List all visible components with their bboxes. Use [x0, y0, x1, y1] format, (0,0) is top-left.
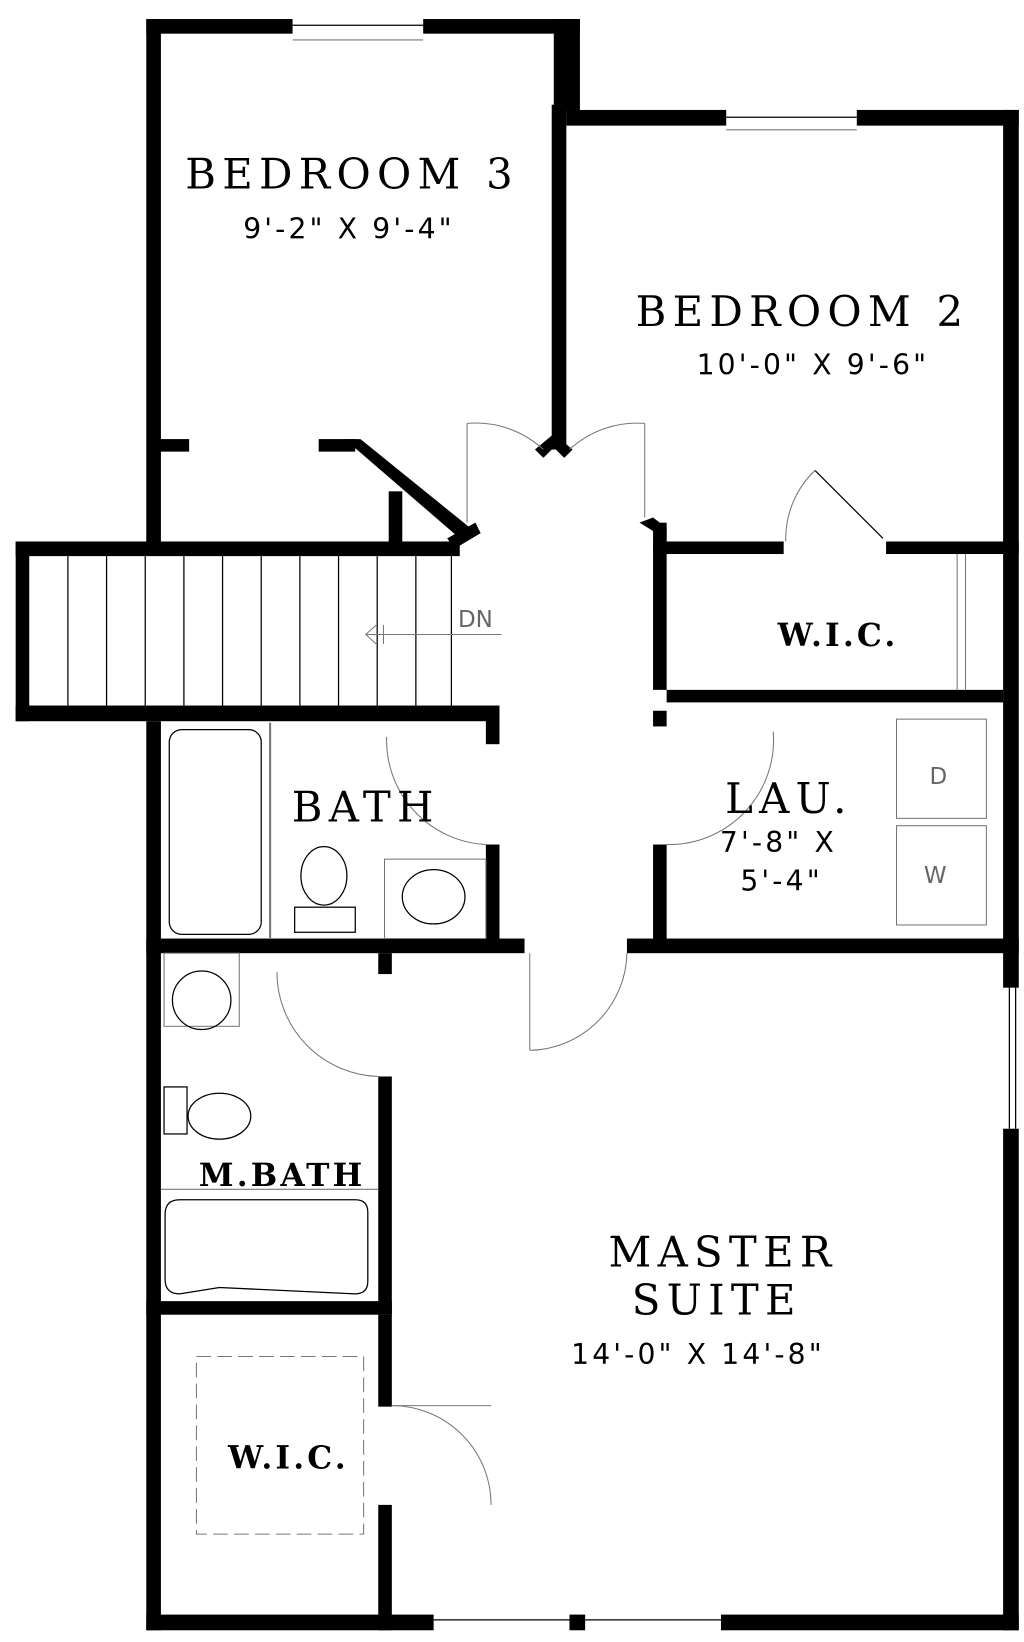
wic-lower-name: W.I.C. [227, 1440, 349, 1476]
laundry-size-1: 7'-8" X [720, 826, 837, 859]
bath-name: BATH [292, 783, 440, 832]
bedroom-2-name: BEDROOM 2 [636, 287, 970, 336]
stairs: DN [67, 556, 502, 706]
bathtub [168, 728, 262, 935]
room-labels: BEDROOM 3 9'-2" X 9'-4" BEDROOM 2 10'-0"… [185, 149, 970, 1476]
wic-upper-name: W.I.C. [777, 618, 899, 654]
bedroom-3-name: BEDROOM 3 [185, 149, 519, 198]
sink [171, 970, 232, 1031]
walls [15, 19, 1019, 1631]
toilet [187, 1092, 252, 1140]
dryer-label: D [929, 764, 947, 790]
stair-down-label: DN [458, 607, 493, 633]
windows [292, 24, 1017, 1621]
fixtures: D W [160, 718, 987, 1535]
master-suite-name-2: SUITE [632, 1276, 802, 1325]
laundry-name: LAU. [725, 774, 853, 823]
laundry-size-2: 5'-4" [740, 864, 822, 897]
bedroom-2-size: 10'-0" X 9'-6" [697, 348, 930, 381]
toilet [300, 845, 348, 906]
master-suite-name: MASTER [609, 1228, 838, 1277]
washer-label: W [924, 863, 947, 889]
master-suite-size: 14'-0" X 14'-8" [571, 1338, 825, 1371]
master-bath-name: M.BATH [199, 1158, 365, 1194]
bedroom-3-size: 9'-2" X 9'-4" [243, 212, 455, 245]
bathtub [164, 1199, 369, 1295]
sink [401, 868, 466, 925]
doors [276, 422, 967, 1505]
